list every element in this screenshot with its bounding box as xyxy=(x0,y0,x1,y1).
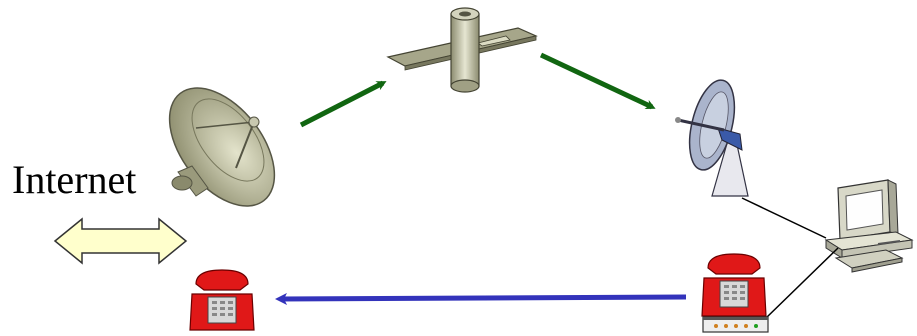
satellite-icon xyxy=(386,7,538,93)
red-telephone-icon xyxy=(701,253,767,317)
modem-icon xyxy=(702,316,769,333)
uplink-arrow xyxy=(299,80,387,128)
downlink-arrow xyxy=(539,52,656,110)
dish-cable xyxy=(741,197,827,239)
red-telephone-icon xyxy=(189,269,255,331)
desktop-computer-icon xyxy=(824,179,914,273)
internet-label: Internet xyxy=(12,157,137,202)
satellite-dish-icon xyxy=(168,87,276,207)
return-path-arrow xyxy=(275,292,687,305)
internet-bidirectional-arrow xyxy=(53,217,188,265)
modem-cable xyxy=(765,247,839,319)
small-satellite-dish-icon xyxy=(675,79,749,197)
